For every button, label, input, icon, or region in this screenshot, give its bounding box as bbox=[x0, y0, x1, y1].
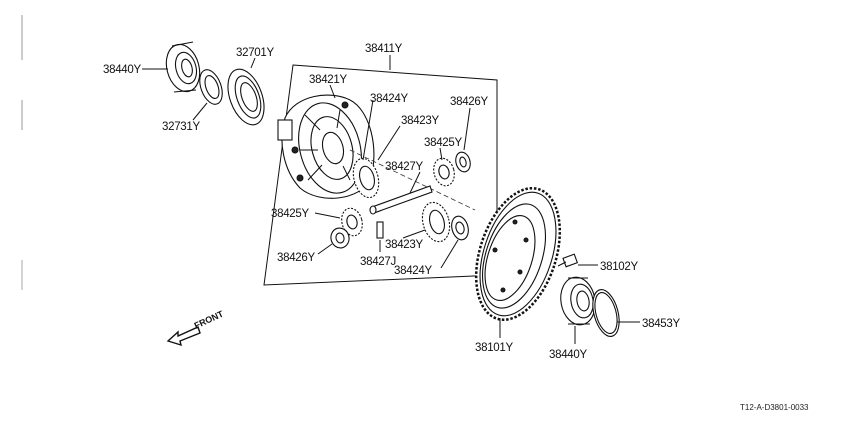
assembly-axis bbox=[349, 149, 476, 211]
thrust-washer-38424y-bottom bbox=[451, 215, 469, 241]
differential-case-38421y bbox=[277, 94, 375, 199]
leader-38424y-top bbox=[362, 99, 374, 161]
leader-38426y-bottom bbox=[317, 243, 333, 255]
label-38423y-top: 38423Y bbox=[401, 115, 439, 127]
label-38425y-left: 38425Y bbox=[271, 208, 309, 220]
washer-38426y-top bbox=[455, 151, 471, 173]
label-38453y: 38453Y bbox=[642, 318, 680, 330]
pinion-38425y-right bbox=[433, 157, 455, 187]
label-38440y-top: 38440Y bbox=[103, 64, 141, 76]
pinion-38425y-left bbox=[341, 207, 363, 237]
label-38423y-bottom: 38423Y bbox=[385, 239, 423, 251]
o-ring-38453y bbox=[592, 289, 620, 337]
front-label: FRONT bbox=[193, 308, 226, 330]
pinion-shaft-38427y bbox=[369, 185, 433, 215]
ring-32701y bbox=[227, 68, 265, 126]
bearing-38440y-top bbox=[165, 41, 201, 93]
diagram-code: T12-A-D3801-0033 bbox=[740, 403, 809, 412]
pin-38427j bbox=[376, 221, 384, 239]
label-38425y-right: 38425Y bbox=[424, 137, 462, 149]
label-32731y: 32731Y bbox=[162, 121, 200, 133]
label-38426y-top: 38426Y bbox=[450, 96, 488, 108]
label-38427j: 38427J bbox=[360, 256, 396, 268]
leader-38425y-left bbox=[314, 212, 341, 219]
ring-gear-38101y bbox=[474, 187, 562, 321]
leader-38424y-bottom bbox=[440, 239, 459, 269]
shim-32731y bbox=[199, 69, 223, 105]
side-gear-38423y-top bbox=[352, 157, 380, 199]
side-gear-38423y-bottom bbox=[421, 201, 451, 243]
washer-38426y-bottom bbox=[330, 227, 350, 249]
leader-38423y-top bbox=[377, 125, 401, 161]
label-38426y-bottom: 38426Y bbox=[277, 252, 315, 264]
front-arrow-icon bbox=[166, 326, 201, 347]
label-38411y: 38411Y bbox=[365, 43, 403, 55]
leader-38426y-top bbox=[463, 107, 471, 151]
leader-32731y bbox=[192, 102, 208, 121]
leader-32701y bbox=[250, 57, 256, 69]
label-38440y-bottom: 38440Y bbox=[549, 349, 587, 361]
label-38424y-bottom: 38424Y bbox=[394, 265, 432, 277]
leader-38425y-right bbox=[439, 147, 443, 161]
leader-38423y-bottom bbox=[402, 229, 426, 239]
label-32701y: 32701Y bbox=[236, 47, 274, 59]
leader-38421y bbox=[329, 84, 336, 99]
label-38424y-top: 38424Y bbox=[370, 93, 408, 105]
label-38427y: 38427Y bbox=[385, 161, 423, 173]
bolt-38102y bbox=[557, 253, 579, 268]
label-38101y: 38101Y bbox=[475, 342, 513, 354]
label-38421y: 38421Y bbox=[309, 74, 347, 86]
leader-38427y bbox=[409, 171, 421, 194]
label-38102y: 38102Y bbox=[600, 261, 638, 273]
